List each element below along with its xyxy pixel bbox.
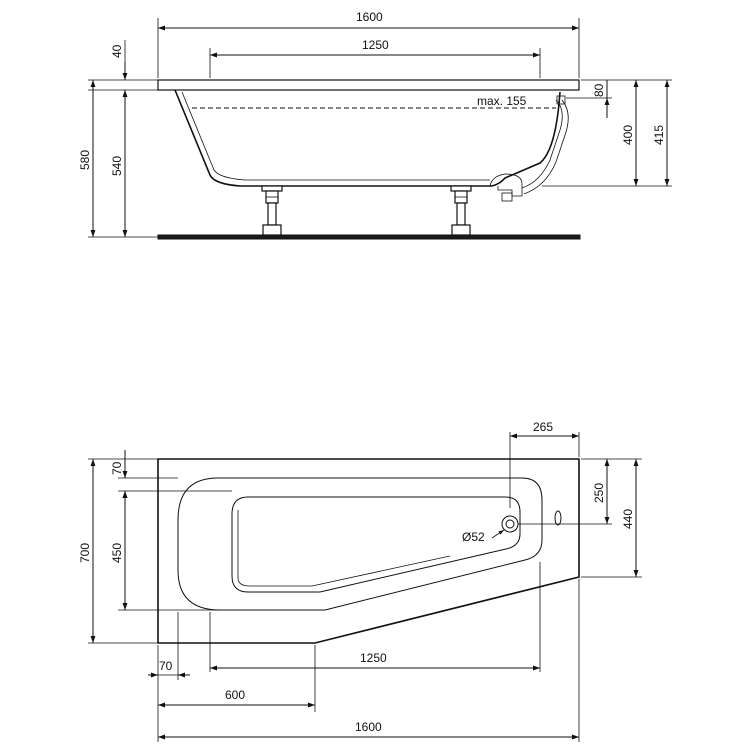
dim-80-label: 80 <box>592 83 606 97</box>
dim-580-label: 580 <box>78 150 92 170</box>
dim-1250-side-label: 1250 <box>362 38 389 52</box>
bath-body-outline <box>174 89 561 187</box>
floor-line <box>157 234 581 240</box>
leg-right <box>450 185 472 236</box>
dim-415-label: 415 <box>652 125 666 145</box>
dim-440-label: 440 <box>621 509 635 529</box>
basin-outline <box>231 496 521 593</box>
drain-trap <box>489 173 523 197</box>
side-view: max. 155 1600 1250 40 580 540 80 <box>78 10 672 240</box>
overflow-pipe <box>521 99 563 189</box>
rim-inner-outline <box>177 477 543 611</box>
top-view: Ø52 265 70 700 450 250 440 <box>78 420 642 742</box>
bath-rim <box>157 79 580 91</box>
leg-left <box>261 185 283 236</box>
overflow-pipe-2 <box>523 99 569 195</box>
dim-600-label: 600 <box>225 688 245 702</box>
dim-700-label: 700 <box>78 543 92 563</box>
drain-outlet <box>501 192 513 202</box>
dim-540-label: 540 <box>110 156 124 176</box>
dim-40-label: 40 <box>110 44 124 58</box>
drain-outer <box>501 515 519 533</box>
bath-outline-top <box>157 458 580 644</box>
dim-1600-side-label: 1600 <box>356 10 383 24</box>
overflow-fitting <box>556 95 566 105</box>
overflow-hole <box>554 510 562 526</box>
dim-1600-top-label: 1600 <box>355 720 382 734</box>
max-water-level-label: max. 155 <box>477 94 527 108</box>
dim-250-label: 250 <box>592 483 606 503</box>
drain-leader <box>491 529 505 539</box>
dim-70-top-label: 70 <box>110 461 124 475</box>
dim-450-label: 450 <box>110 543 124 563</box>
drain-diameter-label: Ø52 <box>462 530 485 544</box>
dim-1250-top-label: 1250 <box>360 651 387 665</box>
basin-groove <box>237 510 451 587</box>
dim-265-label: 265 <box>533 420 553 434</box>
dim-70-bottom-label: 70 <box>159 659 173 673</box>
bath-body-inner <box>181 91 490 181</box>
drain-inner <box>505 519 515 529</box>
dim-400-label: 400 <box>621 125 635 145</box>
